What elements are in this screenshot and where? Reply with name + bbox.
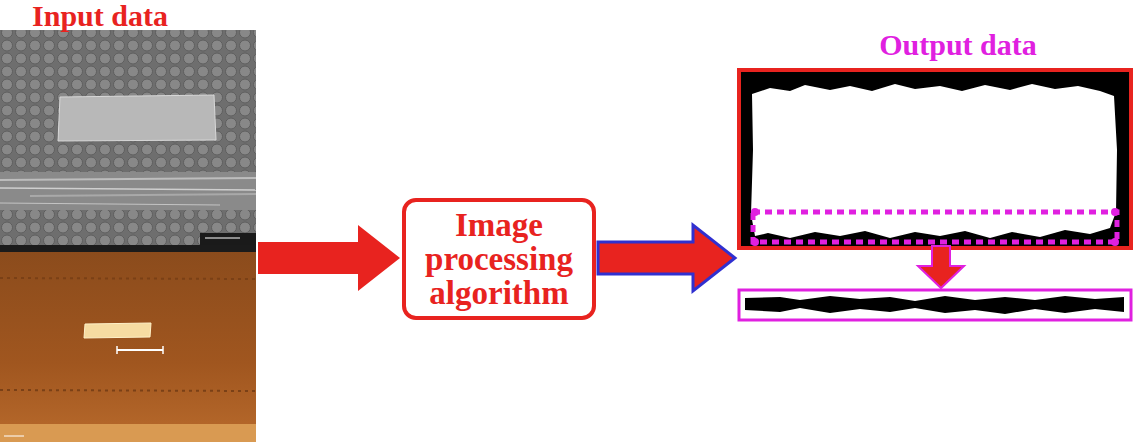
- block-arrow: [258, 225, 400, 291]
- heading-label: Input data: [0, 0, 200, 32]
- output-image: [739, 70, 1131, 248]
- process-box: Image processing algorithm: [402, 198, 596, 320]
- sem-image: [0, 30, 256, 245]
- output-image: Output data: [737, 28, 1133, 322]
- input-images: Input data: [0, 0, 256, 442]
- down-arrow: [918, 246, 964, 288]
- heading-label: Output data: [737, 28, 1133, 62]
- extracted-strip: [739, 290, 1131, 320]
- optical-image: [0, 245, 256, 442]
- block-arrow: [598, 225, 735, 291]
- process-label: Image processing algorithm: [412, 208, 586, 310]
